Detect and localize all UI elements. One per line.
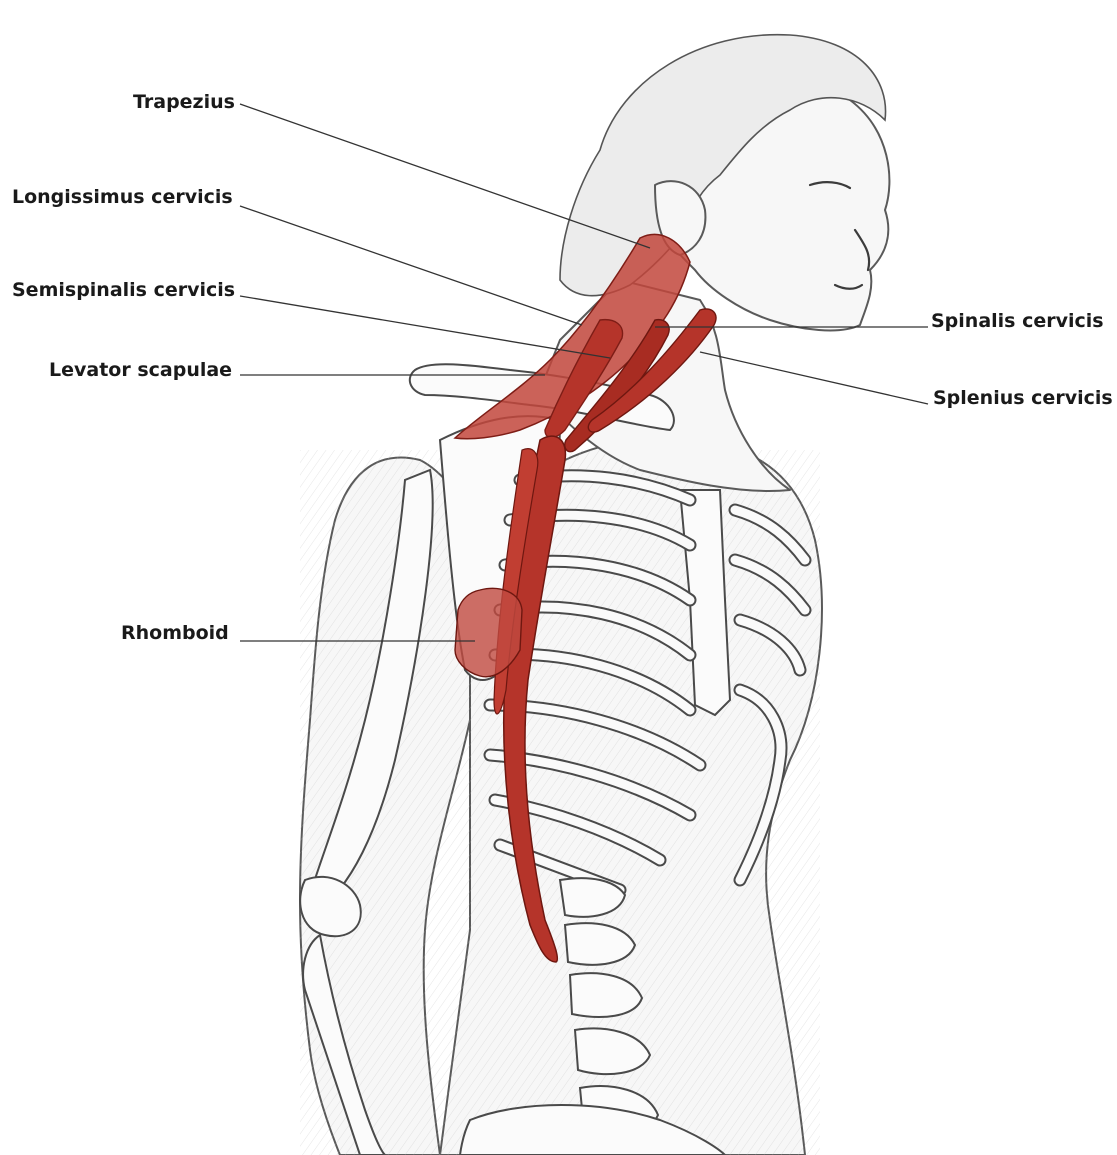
label-spinalis-cervicis: Spinalis cervicis <box>931 312 1104 331</box>
label-semispinalis-cervicis: Semispinalis cervicis <box>12 281 235 300</box>
leader-semispinalis-cervicis <box>240 296 610 358</box>
label-rhomboid: Rhomboid <box>121 624 229 643</box>
leader-longissimus-cervicis <box>240 206 582 325</box>
label-trapezius: Trapezius <box>133 93 235 112</box>
label-splenius-cervicis: Splenius cervicis <box>933 389 1113 408</box>
label-levator-scapulae: Levator scapulae <box>49 361 232 380</box>
label-longissimus-cervicis: Longissimus cervicis <box>12 188 233 207</box>
leader-splenius-cervicis <box>700 352 928 404</box>
